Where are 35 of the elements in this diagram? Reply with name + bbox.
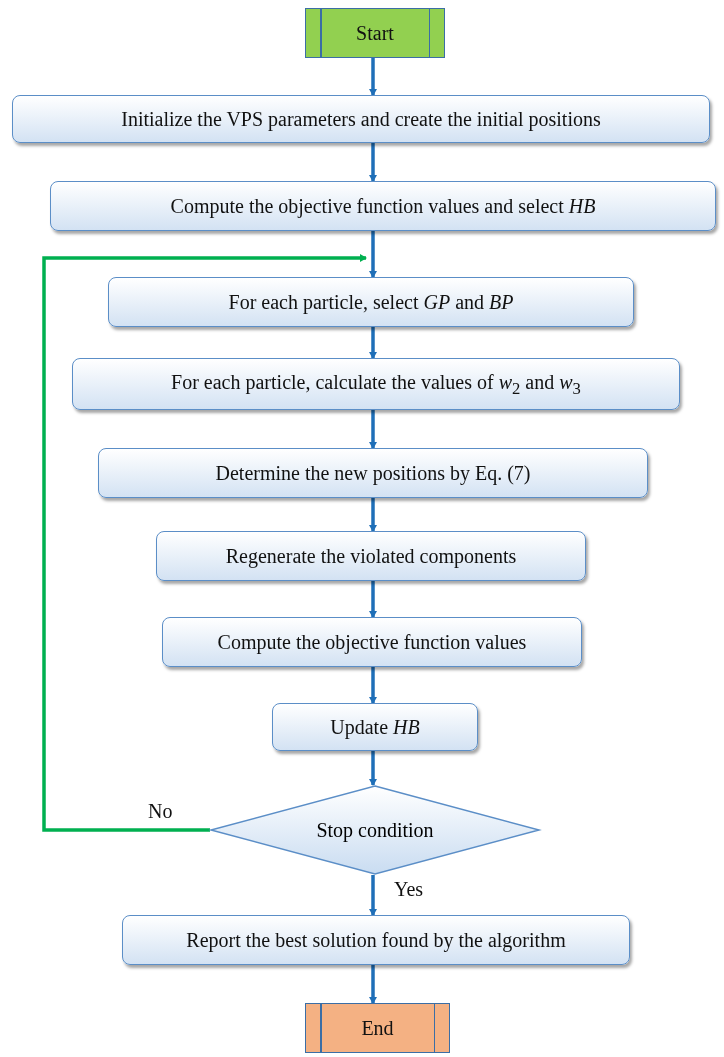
end-terminal [305,1003,450,1053]
arrow [369,875,377,916]
node-text: Compute the objective function values and select HB [170,194,596,218]
process-box [50,181,716,231]
process-box [72,358,680,410]
arrow [369,327,377,359]
node-text: For each particle, select GP and BP [228,290,514,314]
process-box [108,277,634,327]
process-box [156,531,586,581]
arrow [369,58,377,96]
process-box [272,703,478,751]
arrow [369,581,377,618]
node-text: For each particle, calculate the values of w$_{2}$ and w$_{3}$ [171,369,581,399]
node-text: Stop condition [316,818,434,842]
node-text: Determine the new positions by Eq. (7) [215,461,531,485]
arrow [369,231,377,278]
process-box [122,915,630,965]
node-text: Report the best solution found by the algorithm [186,928,566,952]
arrow [369,143,377,182]
node-text: Regenerate the violated components [225,544,517,568]
start-terminal [305,8,445,58]
arrow [369,751,377,786]
arrow [369,667,377,704]
process-box [12,95,710,143]
node-text: Compute the objective function values [217,630,527,654]
node-text: Initialize the VPS parameters and create the initial positions [121,107,601,131]
node-text: Update HB [330,715,420,739]
node-text: Start [356,21,394,45]
arrow [369,498,377,532]
arrow [42,254,367,832]
node-text: End [361,1016,394,1040]
arrow [369,410,377,449]
process-box [162,617,582,667]
arrow [369,965,377,1004]
process-box [98,448,648,498]
